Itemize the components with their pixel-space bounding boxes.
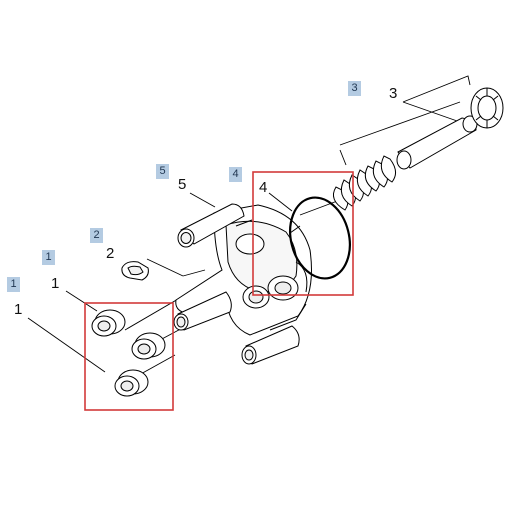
spring: [333, 155, 396, 211]
valve-2: [121, 261, 149, 281]
position-tag-1-lower[interactable]: 1: [7, 277, 20, 292]
leader-line-1-upper: [65, 290, 98, 312]
leader-line-5: [189, 192, 216, 208]
position-tag-2[interactable]: 2: [90, 228, 103, 243]
leader-line-4: [268, 192, 293, 212]
callout-5: 5: [178, 176, 187, 193]
seal-ring-lower: [114, 369, 149, 397]
callout-2: 2: [106, 245, 115, 262]
callout-1-lower: 1: [14, 301, 23, 318]
leader-line-3-top: [402, 75, 471, 103]
axis-line-3-upper: [339, 101, 461, 146]
callout-1-upper: 1: [51, 275, 60, 292]
position-tag-4[interactable]: 4: [229, 167, 242, 182]
position-tag-1-upper[interactable]: 1: [42, 250, 55, 265]
position-tag-3[interactable]: 3: [348, 81, 361, 96]
leader-line-2-b: [182, 269, 206, 277]
seal-ring-upper: [91, 309, 126, 337]
position-tag-5[interactable]: 5: [156, 164, 169, 179]
highlight-box-o-ring: [252, 171, 354, 296]
leader-line-1-lower: [27, 317, 106, 373]
plunger-3: [396, 115, 478, 170]
axis-tick-3: [339, 149, 347, 166]
leader-line-2: [146, 258, 184, 277]
piston-5: [177, 203, 245, 248]
o-ring-4: [289, 196, 351, 280]
lower-piston-tubes: [173, 291, 300, 365]
seal-rings-1: [91, 309, 166, 397]
retaining-clip: [470, 87, 504, 129]
seal-ring-middle: [131, 332, 166, 360]
highlight-box-seal-rings: [84, 302, 174, 411]
callout-3: 3: [389, 85, 398, 102]
axis-line-spring: [299, 199, 341, 216]
callout-4: 4: [259, 179, 268, 196]
